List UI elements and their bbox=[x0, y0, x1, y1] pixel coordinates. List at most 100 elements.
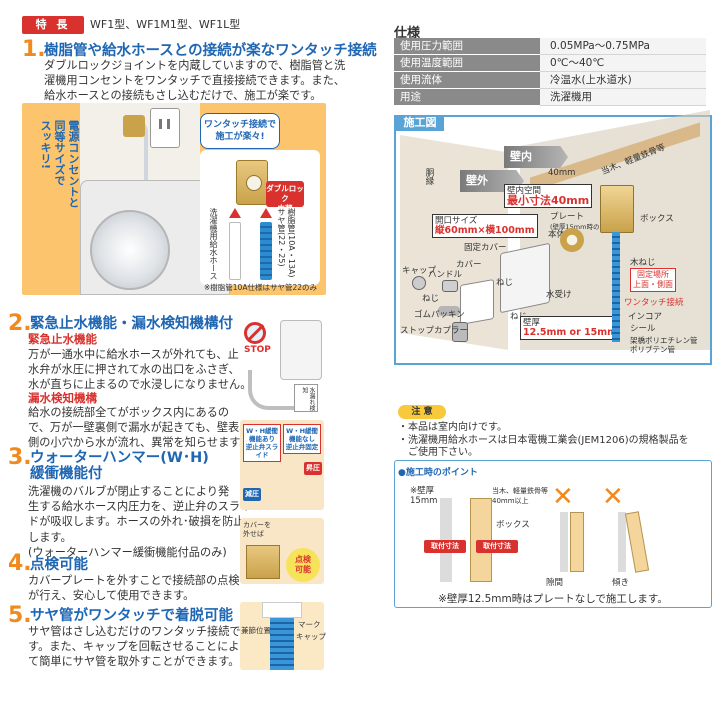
caution-tag: 注 意 bbox=[398, 405, 446, 419]
points-dim-2: 取付寸法 bbox=[476, 540, 518, 553]
double-lock-badge: ダブルロック 内蔵 bbox=[266, 181, 304, 213]
arrow-up-icon bbox=[229, 208, 241, 218]
handle-icon bbox=[442, 280, 458, 292]
install-title: 施工図 bbox=[396, 115, 444, 131]
construction-points bbox=[394, 460, 712, 608]
section-3-title-2: 緩衝機能付 bbox=[30, 466, 103, 482]
section-3-title-1: ウォーターハンマー(W･H) bbox=[30, 450, 209, 466]
table-row: 用途洗濯機用 bbox=[394, 88, 706, 106]
rubber-packing-icon bbox=[438, 306, 460, 316]
label-cap: キャップ bbox=[402, 266, 437, 276]
points-label-40mm: 40mm以上 bbox=[492, 497, 529, 505]
label-neji-3: ねじ bbox=[510, 312, 528, 322]
hose-pipe-icon bbox=[229, 222, 241, 280]
resin-pipe-icon bbox=[260, 222, 272, 280]
pressure-down-badge: 減圧 bbox=[243, 488, 261, 501]
sleeve-top-icon bbox=[262, 602, 302, 618]
sleeve-mark-label: マーク bbox=[298, 620, 321, 629]
section-5-number: 5. bbox=[8, 603, 32, 628]
sleeve-pipe-icon bbox=[270, 618, 294, 670]
faucet-icon bbox=[123, 115, 145, 137]
label-box: ボックス bbox=[640, 214, 674, 224]
features-tag: 特 長 bbox=[22, 16, 84, 34]
label-neji-2: ねじ bbox=[496, 278, 514, 288]
label-onetouch: ワンタッチ接続 bbox=[624, 298, 684, 308]
pipe-note: ※樹脂管10A仕様はサヤ管22のみ bbox=[204, 283, 318, 292]
label-fix-cover: 固定カバー bbox=[464, 243, 507, 253]
points-dim-1: 取付寸法 bbox=[424, 540, 466, 553]
table-row: 使用流体冷温水(上水道水) bbox=[394, 71, 706, 89]
spec-title: 仕様 bbox=[394, 26, 421, 41]
section-5-body: サヤ管はさし込むだけのワンタッチ接続で す。また、キャップを回転させることによっ… bbox=[28, 625, 251, 669]
box-icon bbox=[246, 545, 280, 579]
leak-detect-icon bbox=[294, 384, 318, 412]
stop-coupler-icon bbox=[452, 322, 468, 342]
section-2-sub2: 漏水検知機構 bbox=[28, 391, 97, 405]
hose-label: 洗濯機用給水ホース bbox=[209, 208, 218, 280]
brass-box-icon bbox=[236, 160, 268, 205]
points-label-wall: ※壁厚 bbox=[410, 486, 435, 496]
label-mizu: 水受け bbox=[546, 290, 572, 300]
label-neji-1: ねじ bbox=[422, 294, 440, 304]
section-2-sub1: 緊急止水機能 bbox=[28, 332, 97, 346]
section-3-body: 洗濯機のバルブが閉止することにより発 生する給水ホース内圧力を、逆止弁のスライ … bbox=[28, 485, 252, 559]
points-label-15mm: 15mm bbox=[410, 496, 438, 506]
wall-in-label: 壁内 bbox=[504, 146, 568, 168]
outlet-icon bbox=[150, 108, 180, 148]
label-seal: シール bbox=[630, 324, 656, 334]
features-models: WF1型、WF1M1型、WF1L型 bbox=[90, 18, 241, 31]
stop-label: STOP bbox=[244, 345, 271, 355]
cross-icon: ✕ bbox=[602, 482, 624, 512]
sleeve-left-label: 兼節位置 bbox=[241, 626, 271, 635]
section-1-number: 1. bbox=[22, 37, 46, 62]
onetouch-callout: ワンタッチ接続で 施工が楽々! bbox=[200, 113, 280, 149]
leak-label: 水漏れ検知 bbox=[301, 387, 315, 411]
points-label-box: ボックス bbox=[496, 520, 530, 530]
wh-card-without: W・H緩衝機能なし逆止弁固定 bbox=[283, 424, 321, 454]
arrow-up-icon bbox=[260, 208, 272, 218]
cross-icon: ✕ bbox=[552, 482, 574, 512]
label-incore: インコア bbox=[628, 312, 663, 322]
sleeve-cap-label: キャップ bbox=[296, 632, 326, 641]
cap-icon bbox=[412, 276, 426, 290]
illustration-wall-text: 電源コンセントと同等サイズでスッキリ! bbox=[39, 120, 80, 208]
section-2-number: 2. bbox=[8, 311, 32, 336]
points-label-toumoku: 当木、軽量鉄骨等 bbox=[492, 487, 548, 495]
pressure-up-badge: 昇圧 bbox=[304, 462, 322, 475]
points-title: ●施工時のポイント bbox=[398, 468, 478, 478]
wall-tilt-icon bbox=[618, 512, 626, 572]
label-handle: ハンドル bbox=[428, 270, 463, 280]
points-note: ※壁厚12.5mm時はプレートなしで施工します。 bbox=[438, 593, 668, 605]
label-kineji: 木ねじ bbox=[630, 258, 656, 268]
label-naikuu: 壁内空間 最小寸法40mm bbox=[504, 184, 593, 208]
label-pipe: 架橋ポリエチレン管 ポリブテン管 bbox=[630, 336, 698, 354]
stop-icon bbox=[244, 322, 266, 344]
section-2-body1: 万が一通水中に給水ホースが外れても、止 水弁が水圧に押されて水の出口をふさぎ、 … bbox=[28, 348, 252, 392]
label-rubber: ゴムパッキン bbox=[414, 310, 465, 320]
section-2-title: 緊急止水機能・漏水検知機構付 bbox=[30, 316, 233, 332]
pipe-label: 樹脂管(10A・13A)サヤ管(22・25) bbox=[277, 208, 296, 278]
label-cover: カバー bbox=[456, 260, 482, 270]
caution-text: ・本品は室内向けです。 ・洗濯機用給水ホースは日本電機工業会(JEM1206)の… bbox=[398, 422, 689, 458]
pipe-icon bbox=[612, 232, 620, 342]
wh-card-with: W・H緩衝機能あり逆止弁スライド bbox=[243, 424, 281, 462]
section-1-body: ダブルロックジョイントを内蔵していますので、樹脂管と洗 濯機用コンセントをワンタ… bbox=[44, 59, 346, 103]
section-4-number: 4. bbox=[8, 551, 32, 576]
cover-tag: カバーを外せば bbox=[243, 521, 271, 538]
section-1-title: 樹脂管や給水ホースとの接続が楽なワンタッチ接続 bbox=[44, 43, 377, 59]
section-4-title: 点検可能 bbox=[30, 557, 88, 573]
label-kabe: 壁厚 12.5mm or 15mm bbox=[520, 316, 621, 340]
fitting-icon bbox=[560, 228, 584, 252]
wall-gap-icon bbox=[560, 512, 568, 572]
label-honntai: 本体 bbox=[548, 230, 566, 240]
inspection-badge: 点検可能 bbox=[286, 548, 320, 582]
points-label-gap: 隙間 bbox=[546, 578, 564, 588]
cover-icon bbox=[460, 279, 494, 325]
label-stopper: ストップカプラー bbox=[400, 326, 469, 336]
section-4-body: カバープレートを外すことで接続部の点検 が行え、安心して使用できます。 bbox=[28, 574, 240, 603]
hose-icon bbox=[248, 370, 312, 410]
label-open-size: 開口サイズ 縦60mm×横100mm bbox=[432, 214, 538, 238]
box-icon bbox=[600, 185, 634, 233]
